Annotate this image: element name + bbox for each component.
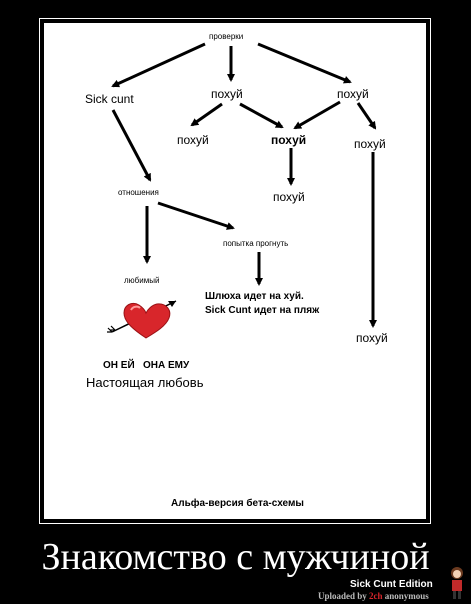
watermark-highlight: 2ch: [369, 591, 383, 601]
node-outcome-line1: Шлюха идет на хуй.: [205, 291, 304, 302]
arrow-whatever1-to-whatever3: [190, 102, 223, 127]
node-relations: отношения: [118, 188, 159, 197]
arrow-whatever2-to-whatever4: [293, 100, 341, 130]
watermark-edition: Sick Cunt Edition: [350, 579, 433, 590]
heart-with-arrow: [107, 300, 177, 339]
node-outcome-line2: Sick Cunt идет на пляж: [205, 305, 320, 316]
node-true-love: Настоящая любовь: [86, 375, 204, 390]
poster-frame: [39, 18, 431, 524]
heart-icon: [123, 302, 171, 339]
node-whatever-6: похуй: [273, 190, 305, 204]
node-whatever-7: похуй: [356, 331, 388, 345]
watermark-suffix: anonymous: [382, 591, 429, 601]
poster-title: Знакомство с мужчиной: [41, 536, 430, 578]
node-checks: проверки: [209, 32, 244, 41]
node-beloved: любимый: [124, 276, 160, 285]
arrow-whatever1-to-whatever4: [239, 102, 284, 129]
arrow-checks-to-sickcunt: [111, 42, 206, 88]
arrow-checks-to-whatever2: [257, 42, 352, 84]
node-whatever-4: похуй: [271, 133, 307, 147]
node-sick-cunt: Sick cunt: [85, 92, 134, 106]
node-whatever-5: похуй: [354, 137, 386, 151]
arrow-whatever2-to-whatever5: [356, 102, 377, 130]
node-she-him: ОНА ЕМУ: [143, 360, 190, 371]
watermark-uploader: Uploaded by 2ch anonymous: [318, 592, 429, 601]
node-attempt: попытка прогнуть: [223, 239, 289, 248]
diagram-caption: Альфа-версия бета-схемы: [171, 498, 304, 509]
node-whatever-3: похуй: [177, 133, 209, 147]
watermark-prefix: Uploaded by: [318, 591, 370, 601]
diagram-panel: [44, 23, 426, 519]
node-whatever-1: похуй: [211, 87, 243, 101]
node-whatever-2: похуй: [337, 87, 369, 101]
node-he-her: ОН ЕЙ: [103, 360, 135, 371]
mascot-icon: [451, 567, 463, 599]
arrow-sickcunt-to-relations: [111, 109, 152, 182]
arrow-relations-to-attempt: [157, 201, 235, 230]
